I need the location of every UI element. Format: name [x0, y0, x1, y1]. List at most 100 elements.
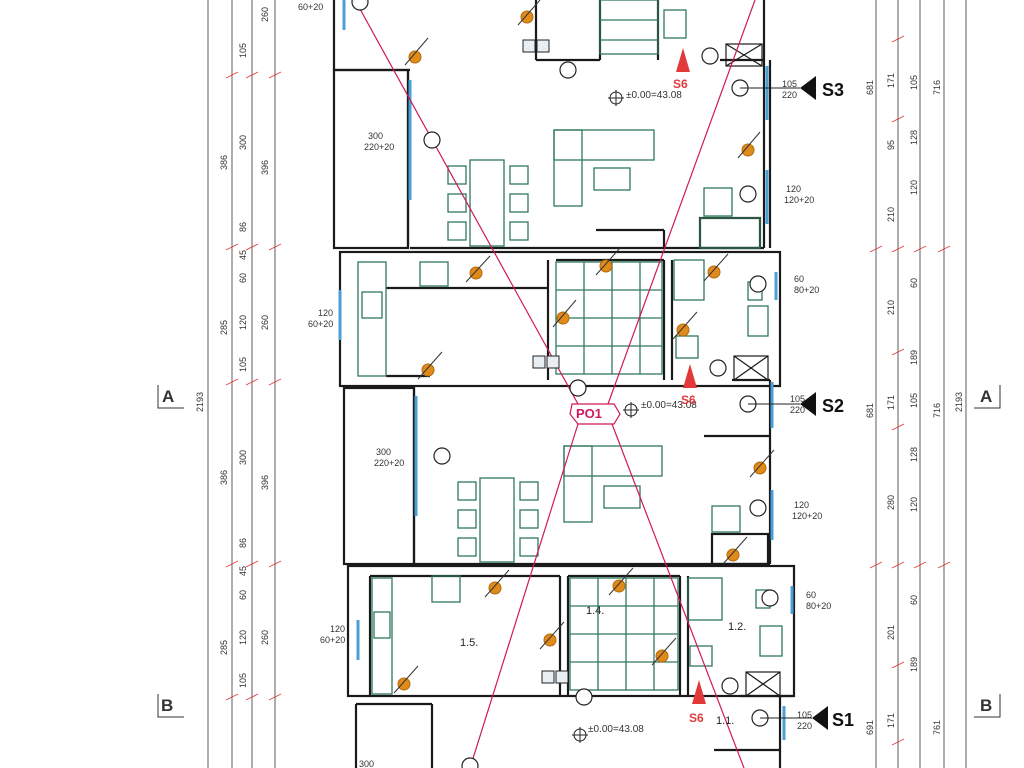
room-label-1-2: 1.2. [728, 621, 746, 633]
detail-marker-top: S6 [673, 48, 690, 91]
svg-text:60+20: 60+20 [320, 635, 345, 645]
fixture-13 [608, 567, 634, 596]
left-dim-b-105: 105 [238, 43, 248, 58]
right-dimension-chains [869, 0, 967, 768]
svg-text:S6: S6 [681, 393, 696, 407]
right-dim-b-171-3: 171 [886, 713, 896, 728]
svg-text:80+20: 80+20 [806, 601, 831, 611]
right-dim-d-128-2: 128 [909, 447, 919, 462]
section-mark-a-right: A [974, 385, 1001, 409]
left-dim-b-300: 300 [238, 135, 248, 150]
fixture-10 [749, 449, 775, 478]
fixture-14 [539, 621, 565, 650]
right-dim-b-171: 171 [886, 73, 896, 88]
section-mark-b-right: B [974, 694, 1001, 718]
fixture-5 [595, 247, 621, 276]
fixture-15 [651, 637, 677, 666]
svg-text:S1: S1 [832, 710, 854, 730]
right-dim-b-189: 189 [909, 350, 919, 365]
right-dim-681-2: 681 [865, 403, 875, 418]
opening-labels: 300 220+20 300 220+20 300 120 60+20 120 … [298, 2, 831, 768]
light-fixtures [393, 0, 775, 694]
right-dim-d-105-2: 105 [909, 393, 919, 408]
svg-text:60+20: 60+20 [298, 2, 323, 12]
svg-text:±0.00=43.08: ±0.00=43.08 [641, 400, 697, 411]
svg-text:60: 60 [794, 274, 804, 284]
right-dim-761: 761 [932, 720, 942, 735]
right-dim-b-189-2: 189 [909, 657, 919, 672]
fixture-8 [672, 311, 698, 340]
fixture-9 [417, 351, 443, 380]
left-dim-c-396: 396 [260, 160, 270, 175]
fixture-16 [393, 665, 419, 694]
svg-text:60: 60 [806, 590, 816, 600]
svg-text:220+20: 220+20 [374, 458, 404, 468]
section-arrow-s2: S2 [748, 392, 844, 416]
right-dim-d-60-2: 60 [909, 595, 919, 605]
left-dim-b-45-2: 45 [238, 566, 248, 576]
svg-text:105: 105 [782, 79, 797, 89]
left-dim-b-86-2: 86 [238, 538, 248, 548]
svg-text:220: 220 [797, 721, 812, 731]
left-dim-b-86: 86 [238, 222, 248, 232]
left-dim-b-120: 120 [238, 315, 248, 330]
right-dim-716-1: 716 [932, 80, 942, 95]
right-dim-716-2: 716 [932, 403, 942, 418]
svg-text:120: 120 [330, 624, 345, 634]
fixture-7 [552, 299, 577, 328]
right-dim-b-201: 201 [886, 625, 896, 640]
left-dim-b-120-2: 120 [238, 630, 248, 645]
svg-text:105: 105 [790, 394, 805, 404]
section-mark-b-left: B [157, 694, 184, 718]
right-dim-b-210-2: 210 [886, 300, 896, 315]
furniture [357, 0, 783, 695]
fixture-6 [703, 253, 729, 282]
svg-text:S3: S3 [822, 80, 844, 100]
svg-text:±0.00=43.08: ±0.00=43.08 [626, 90, 682, 101]
section-mark-a-left: A [157, 385, 184, 409]
svg-text:B: B [161, 696, 173, 715]
svg-text:120: 120 [318, 308, 333, 318]
section-arrow-s3: S3 [740, 76, 844, 100]
svg-text:S6: S6 [689, 711, 704, 725]
fixture-12 [484, 569, 510, 598]
svg-text:B: B [980, 696, 992, 715]
svg-text:80+20: 80+20 [794, 285, 819, 295]
left-dim-c-260-2: 260 [260, 315, 270, 330]
fixture-4 [465, 255, 491, 283]
svg-text:220: 220 [790, 405, 805, 415]
svg-text:120: 120 [786, 184, 801, 194]
left-dim-b-105-2: 105 [238, 357, 248, 372]
svg-text:S6: S6 [673, 77, 688, 91]
detail-marker-bottom: S6 [689, 680, 706, 725]
left-dim-285-2: 285 [219, 640, 229, 655]
fixture-1 [404, 37, 429, 66]
svg-text:120+20: 120+20 [784, 195, 814, 205]
left-dim-b-105-3: 105 [238, 673, 248, 688]
section-arrow-s1: S1 [760, 706, 854, 730]
svg-text:300: 300 [376, 447, 391, 457]
left-dim-b-60: 60 [238, 273, 248, 283]
svg-text:±0.00=43.08: ±0.00=43.08 [588, 724, 644, 735]
fixture-2 [517, 0, 541, 26]
svg-text:S2: S2 [822, 396, 844, 416]
svg-text:105: 105 [797, 710, 812, 720]
svg-text:120+20: 120+20 [792, 511, 822, 521]
left-dim-c-260: 260 [260, 7, 270, 22]
left-dim-total: 2193 [195, 392, 205, 412]
section-cut-label: PO1 [576, 406, 602, 421]
right-dim-b-280: 280 [886, 495, 896, 510]
left-dim-c-396-2: 396 [260, 475, 270, 490]
panels [522, 39, 569, 684]
right-dim-b-210: 210 [886, 207, 896, 222]
left-dimension-chains [207, 0, 282, 768]
left-dim-386-2: 386 [219, 470, 229, 485]
section-cut-lines [354, 0, 756, 768]
right-dim-d-120: 120 [909, 180, 919, 195]
right-dim-691: 691 [865, 720, 875, 735]
left-dim-b-300-2: 300 [238, 450, 248, 465]
right-dim-d-120-2: 120 [909, 497, 919, 512]
fixture-3 [737, 131, 761, 159]
right-dim-d-105: 105 [909, 75, 919, 90]
fixture-11 [722, 536, 748, 565]
